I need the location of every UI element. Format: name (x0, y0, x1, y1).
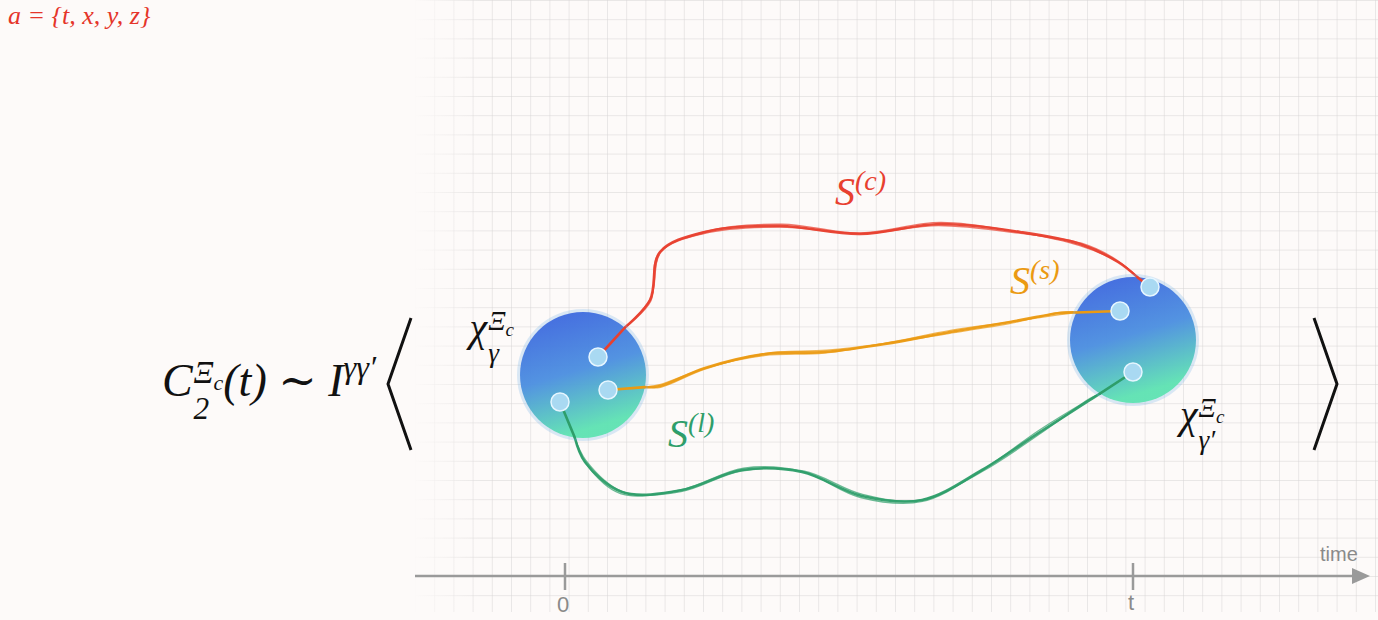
blob-disc (520, 312, 646, 438)
quark-dot (599, 381, 617, 399)
propagator-strand (575, 394, 1100, 502)
script-row: Ξc (194, 357, 224, 394)
script-stack: Ξcγ (488, 307, 514, 368)
text-run: S (835, 169, 855, 214)
text-run: Ξ (194, 355, 214, 390)
propagator-strand (575, 394, 1100, 504)
text-run: 0 (557, 592, 569, 617)
axis-label: time (1320, 543, 1358, 566)
axis-label: t (1128, 590, 1134, 616)
operator-blob (1070, 277, 1196, 403)
axis-tick (1132, 563, 1135, 590)
blob-disc (1070, 277, 1196, 403)
text-run: c (506, 318, 514, 339)
text-run: (s) (1030, 254, 1060, 285)
quark-dot (1124, 363, 1142, 381)
propagator-label: S(s) (1010, 255, 1060, 303)
text-run: (l) (688, 407, 714, 438)
quark-propagator (645, 312, 1077, 388)
text-run: S (1010, 258, 1030, 303)
quark-dots (1111, 278, 1159, 381)
blob-glow (1067, 274, 1199, 406)
script-stack: 2Ξc (194, 357, 224, 426)
axis-tick (564, 563, 567, 590)
blob-glow (517, 309, 649, 441)
text-run: S (668, 411, 688, 456)
index-note: a = {t, x, y, z} (8, 2, 150, 31)
lattice-grid (415, 0, 1378, 612)
script-row: γ (488, 339, 514, 368)
operator-label: χΞcγ (470, 306, 514, 368)
quark-dot (589, 348, 607, 366)
text-run: Ξ (488, 306, 505, 336)
text-run: γγ′ (344, 349, 376, 385)
time-axis (415, 575, 1356, 578)
text-run: (t) ∼ I (223, 355, 343, 406)
script-row: Ξc (488, 307, 514, 340)
text-run: 2 (194, 391, 210, 426)
script-row: 2 (194, 393, 224, 426)
propagator-label: S(l) (668, 408, 714, 456)
angle-bracket (1314, 318, 1337, 450)
text-run: Ξ (1199, 393, 1216, 423)
quark-dot (1141, 278, 1159, 296)
text-run: χ (470, 305, 488, 350)
propagator-strand (645, 312, 1077, 388)
quark-propagator (575, 394, 1100, 504)
text-run: γ (488, 338, 499, 368)
script-stack: Ξcγ′ (1199, 394, 1225, 455)
quark-dot (1111, 302, 1129, 320)
text-run: χ (1180, 392, 1198, 437)
propagator-stubs (560, 328, 645, 438)
axis-label: 0 (557, 592, 569, 618)
quark-dots (551, 348, 617, 411)
text-run: (c) (855, 165, 886, 196)
propagator-label: S(c) (835, 166, 886, 214)
correlator-equation: C2Ξc(t) ∼ Iγγ′ (162, 350, 376, 426)
propagator-strand (575, 394, 1100, 502)
propagator-stubs (1076, 277, 1150, 393)
script-row: γ′ (1199, 426, 1225, 455)
text-run: time (1320, 543, 1358, 565)
text-run: C (162, 355, 193, 406)
operator-label: χΞcγ′ (1180, 393, 1224, 455)
text-run: c (214, 369, 224, 394)
baryon-operator: χΞcγ (520, 312, 646, 438)
text-run: γ′ (1199, 425, 1216, 455)
text-run: t (1128, 590, 1134, 615)
propagator-strand (645, 312, 1077, 387)
text-run: c (1216, 405, 1224, 426)
baryon-operator: χΞcγ′ (1070, 277, 1196, 403)
script-row: Ξc (1199, 394, 1225, 427)
propagator-strand (645, 312, 1077, 387)
operator-blob (520, 312, 646, 438)
angle-bracket (388, 318, 411, 450)
text-run: a = {t, x, y, z} (8, 1, 150, 30)
axis-arrowhead (1352, 568, 1370, 584)
quark-dot (551, 393, 569, 411)
